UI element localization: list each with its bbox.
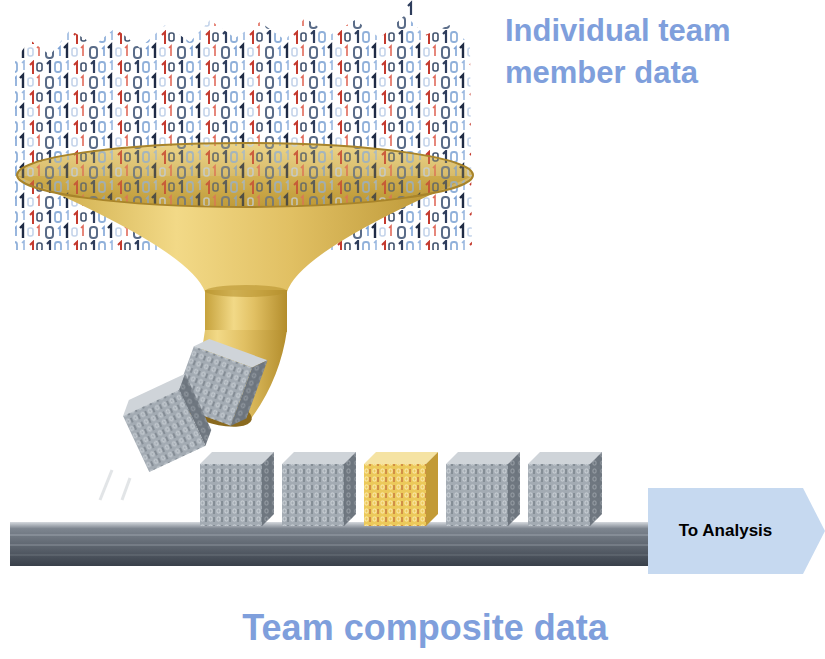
arrow-fill xyxy=(648,488,825,574)
caption-label: Team composite data xyxy=(20,606,825,649)
heading-label: Individual team member data xyxy=(505,10,820,94)
arrow-label: To Analysis xyxy=(679,521,773,541)
arrow-box: To Analysis xyxy=(648,488,825,574)
